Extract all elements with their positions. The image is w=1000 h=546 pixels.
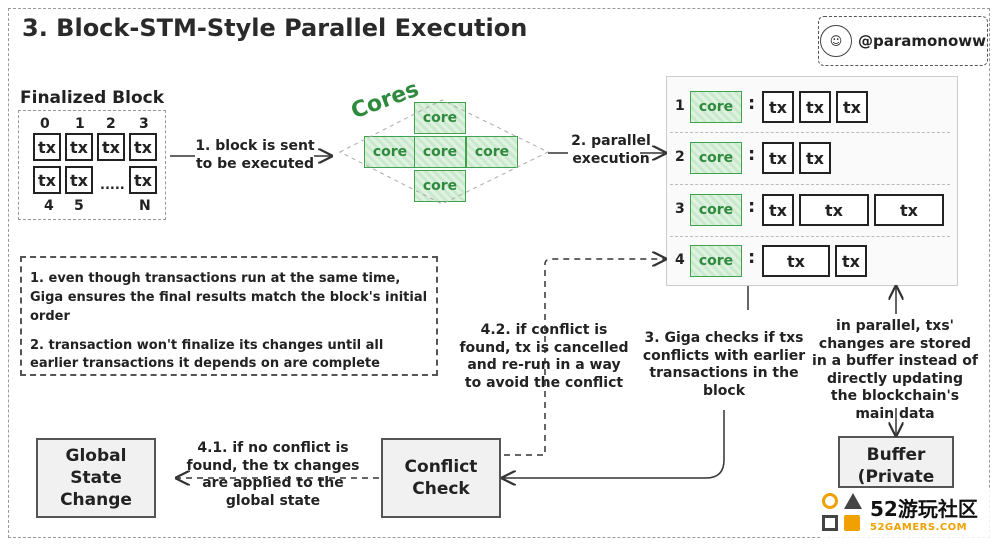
step-3-label: 3. Giga checks if txs conflicts with ear… bbox=[642, 330, 806, 399]
watermark-sub: 52GAMERS.COM bbox=[870, 522, 968, 533]
triangle-icon bbox=[844, 493, 862, 509]
diagram-title: 3. Block-STM-Style Parallel Execution bbox=[22, 14, 528, 42]
row-tx: tx bbox=[799, 91, 831, 123]
row-core: core bbox=[690, 142, 742, 174]
watermark: 52游玩社区 52GAMERS.COM bbox=[822, 488, 992, 538]
block-tx-cell: tx bbox=[33, 133, 61, 161]
watermark-main: 52游玩社区 bbox=[870, 497, 978, 521]
row-tx: tx bbox=[835, 245, 867, 277]
block-tx-cell: tx bbox=[129, 133, 157, 161]
cross-icon bbox=[844, 515, 860, 531]
row-tx: tx bbox=[799, 142, 831, 174]
notes-box: 1. even though transactions run at the s… bbox=[20, 256, 438, 376]
row-divider bbox=[670, 236, 950, 237]
block-tx-cell: tx bbox=[129, 166, 157, 194]
row-colon: : bbox=[748, 144, 756, 165]
row-tx: tx bbox=[762, 142, 794, 174]
row-core: core bbox=[690, 245, 742, 277]
row-core: core bbox=[690, 194, 742, 226]
conflict-check-box: Conflict Check bbox=[381, 438, 501, 518]
row-tx: tx bbox=[799, 194, 869, 226]
row-tx: tx bbox=[762, 245, 830, 277]
block-index: 5 bbox=[74, 198, 84, 214]
row-colon: : bbox=[748, 247, 756, 268]
row-number: 4 bbox=[675, 252, 685, 268]
author-handle-badge: ☺ @paramonoww bbox=[818, 16, 988, 66]
author-handle: @paramonoww bbox=[857, 32, 986, 50]
finalized-block-title: Finalized Block bbox=[20, 88, 165, 108]
row-number: 1 bbox=[675, 98, 685, 114]
row-number: 3 bbox=[675, 201, 685, 217]
core-cell: core bbox=[364, 136, 416, 168]
square-icon bbox=[822, 515, 838, 531]
block-ellipsis: ..... bbox=[100, 178, 125, 193]
watermark-logo bbox=[822, 493, 862, 533]
note-item: 2. transaction won't finalize its change… bbox=[30, 337, 384, 372]
core-cell: core bbox=[414, 136, 466, 168]
step-2-label: 2. parallel execution bbox=[571, 133, 651, 167]
block-tx-cell: tx bbox=[33, 166, 61, 194]
core-cell: core bbox=[414, 170, 466, 202]
block-tx-cell: tx bbox=[97, 133, 125, 161]
row-core: core bbox=[690, 91, 742, 123]
block-index: N bbox=[139, 198, 151, 214]
block-index: 2 bbox=[106, 116, 116, 132]
block-tx-cell: tx bbox=[65, 166, 93, 194]
row-tx: tx bbox=[762, 91, 794, 123]
circle-icon bbox=[822, 493, 838, 509]
row-tx: tx bbox=[874, 194, 944, 226]
core-cell: core bbox=[414, 102, 466, 134]
parallel-buffer-note: in parallel, txs' changes are stored in … bbox=[812, 318, 978, 422]
avatar: ☺ bbox=[819, 25, 852, 57]
row-divider bbox=[670, 132, 950, 133]
block-index: 3 bbox=[139, 116, 149, 132]
row-colon: : bbox=[748, 196, 756, 217]
row-number: 2 bbox=[675, 149, 685, 165]
block-index: 1 bbox=[75, 116, 85, 132]
step-4-2-label: 4.2. if conflict is found, tx is cancell… bbox=[459, 322, 629, 391]
row-tx: tx bbox=[836, 91, 868, 123]
row-tx: tx bbox=[762, 194, 794, 226]
block-tx-cell: tx bbox=[65, 133, 93, 161]
block-index: 4 bbox=[44, 198, 54, 214]
note-item: 1. even though transactions run at the s… bbox=[30, 271, 428, 324]
core-cell: core bbox=[466, 136, 518, 168]
global-state-change-box: Global State Change bbox=[36, 438, 156, 518]
step-4-1-label: 4.1. if no conflict is found, the tx cha… bbox=[186, 440, 360, 509]
buffer-box: Buffer (Private bbox=[838, 436, 954, 488]
row-divider bbox=[670, 184, 950, 185]
block-index: 0 bbox=[40, 116, 50, 132]
row-colon: : bbox=[748, 93, 756, 114]
step-1-label: 1. block is sent to be executed bbox=[195, 138, 315, 172]
diagram-frame bbox=[8, 8, 990, 538]
finalized-block-area bbox=[18, 110, 166, 220]
